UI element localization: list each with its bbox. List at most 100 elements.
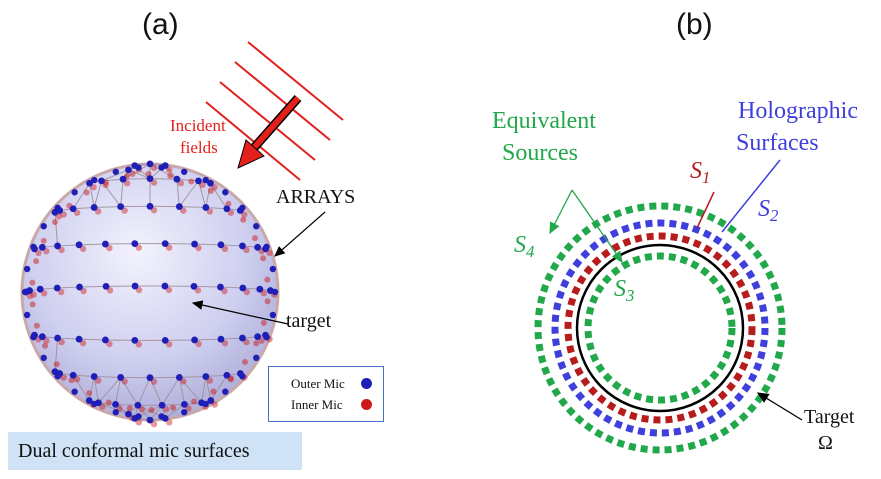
mesh-edge: [115, 403, 138, 406]
mesh-edge: [94, 376, 121, 378]
mesh-edge: [98, 402, 129, 415]
outer-mic-point: [202, 204, 210, 211]
inner-mic-point: [242, 358, 249, 365]
outer-mic-point: [223, 205, 231, 213]
outer-mic-point: [71, 189, 78, 196]
outer-mic-point: [202, 176, 209, 184]
outer-mic-point: [36, 285, 44, 293]
mesh-edge: [93, 180, 103, 208]
outer-mic-point: [112, 409, 119, 416]
outer-mic-point: [207, 397, 215, 404]
inner-mic-point: [33, 258, 40, 265]
mesh-edge: [57, 286, 80, 289]
incident-arrow: [237, 95, 302, 169]
equivalent-pointer-s4: [549, 189, 573, 235]
inner-mic-point: [260, 319, 267, 326]
mesh-edge: [72, 183, 90, 210]
outer-mic-point: [75, 241, 83, 249]
surface-s3: [584, 252, 736, 404]
mesh-edge: [205, 206, 227, 210]
inner-mic-point: [29, 301, 36, 308]
outer-mic-point: [181, 400, 188, 408]
holographic-label-line1: Holographic: [738, 98, 858, 124]
mesh-edge: [220, 286, 243, 289]
outer-mic-point: [202, 373, 210, 380]
equivalent-pointer-s3: [571, 189, 623, 264]
outer-mic-point: [135, 413, 142, 420]
outer-mic-point: [158, 164, 165, 171]
outer-mic-point: [76, 283, 83, 291]
inner-mic-point: [240, 216, 247, 223]
legend-outer-label: Outer Mic: [291, 376, 345, 391]
mesh-edge: [197, 180, 207, 208]
inner-mic-point: [210, 388, 217, 395]
mesh-edge: [79, 338, 106, 341]
outer-mic-point: [263, 333, 270, 341]
outer-mic-point: [91, 400, 98, 408]
outer-mic-point: [175, 203, 183, 210]
outer-mic-point: [91, 176, 98, 184]
mesh-edge: [205, 183, 211, 208]
outer-mic-point: [253, 222, 260, 230]
outer-mic-point: [181, 168, 188, 175]
mesh-edge: [120, 179, 124, 207]
mesh-edge: [88, 376, 95, 401]
outer-mic-point: [112, 168, 119, 175]
caption-text: Dual conformal mic surfaces: [18, 440, 250, 462]
inner-mic-point: [105, 399, 112, 406]
inner-mic-point: [68, 377, 75, 384]
surfaces-diagram: [534, 202, 786, 454]
outer-mic-point: [53, 284, 61, 292]
outer-mic-point: [102, 240, 109, 248]
outer-mic-point: [263, 243, 270, 251]
outer-mic-point: [271, 288, 279, 296]
mesh-edge: [176, 179, 180, 207]
outer-mic-point: [69, 205, 77, 213]
outer-mic-point: [117, 203, 125, 210]
outer-mic-point: [146, 160, 154, 168]
outer-mic-point: [239, 373, 246, 380]
inner-mic-point: [264, 298, 271, 305]
outer-mic-point: [158, 413, 165, 420]
outer-mic-point: [158, 401, 166, 409]
outer-mic-point: [117, 374, 125, 381]
target-pointer: [191, 300, 289, 325]
outer-mic-point: [54, 242, 61, 250]
target-pointer-b: [756, 392, 803, 421]
mesh-edge: [164, 403, 185, 419]
mesh-edge: [205, 374, 227, 378]
s1-label: S1: [690, 158, 711, 188]
mesh-edge: [72, 374, 90, 401]
mesh-edge: [205, 376, 212, 401]
s1-pointer: [696, 191, 715, 229]
outer-mic-point: [191, 240, 198, 248]
inner-mic-point: [29, 279, 36, 286]
mesh-edge: [178, 180, 199, 207]
target-boundary: [575, 243, 745, 413]
outer-mic-point: [102, 336, 109, 344]
outer-mic-point: [254, 243, 262, 251]
mesh-edge: [115, 377, 122, 405]
outer-mic-point: [254, 333, 262, 341]
mesh-edge: [194, 338, 221, 341]
outer-mic-point: [173, 175, 181, 183]
mic-sphere: [20, 160, 280, 428]
outer-mic-point: [23, 265, 31, 273]
mesh-edge: [210, 183, 228, 210]
outer-mic-point: [38, 243, 46, 251]
outer-mic-point: [119, 175, 127, 183]
mic-legend: Outer Mic Inner Mic: [268, 366, 384, 422]
inner-mic-point: [188, 178, 195, 185]
mesh-edge: [220, 244, 243, 247]
panel-b-label: (b): [676, 8, 713, 41]
mesh-edge: [101, 169, 129, 182]
panel-a-label: (a): [142, 8, 179, 41]
outer-mic-point: [191, 336, 198, 344]
outer-mic-point: [269, 265, 277, 273]
surface-s2: [551, 219, 769, 437]
inner-mic-point: [53, 361, 60, 368]
outer-mic-point: [54, 334, 61, 342]
surface-s1: [564, 232, 756, 424]
outer-mic-point: [175, 374, 183, 381]
